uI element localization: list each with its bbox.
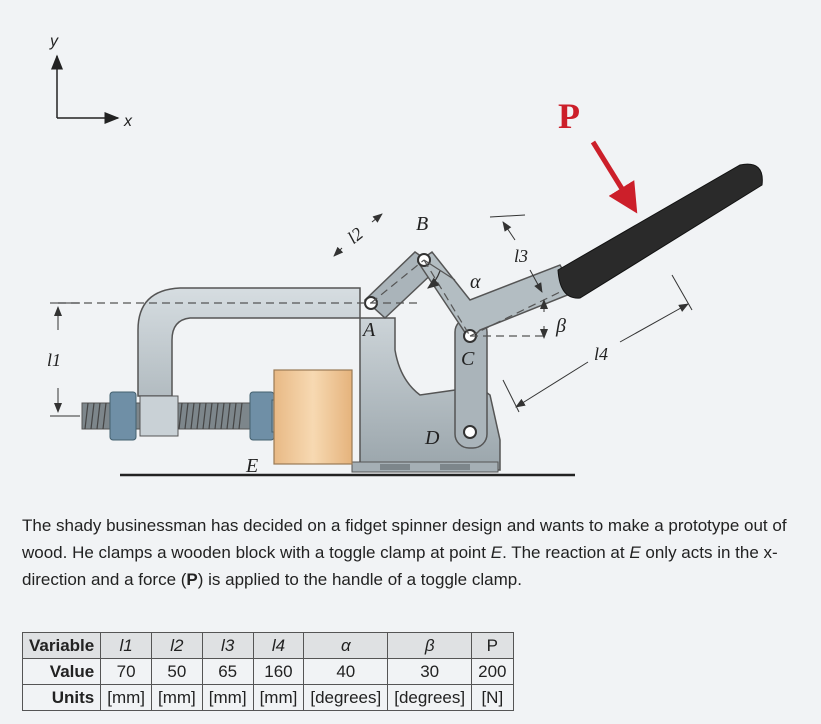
dimension-l4 [502, 274, 693, 413]
screw-collar [139, 395, 179, 437]
label-beta: β [555, 315, 566, 337]
point-e-ref: E [490, 543, 503, 562]
label-l3: l3 [514, 246, 528, 266]
problem-statement: The shady businessman has decided on a f… [22, 516, 787, 589]
c-frame [137, 287, 501, 471]
table-row-variable: Variable l1 l2 l3 l4 α β P [21, 632, 514, 659]
label-alpha: α [470, 271, 481, 293]
dimension-l2 [333, 213, 383, 257]
point-e-ref-2: E [629, 543, 641, 562]
handle-grip [557, 163, 763, 299]
angle-alpha-arc [427, 270, 441, 289]
y-axis-label: y [49, 33, 59, 50]
right-nut [249, 391, 275, 441]
coordinate-axes: y x [49, 33, 133, 130]
row-header-variable: Variable [21, 632, 102, 659]
base-plate [351, 461, 499, 473]
row-header-value: Value [21, 658, 102, 685]
label-b: B [416, 213, 428, 235]
x-axis-label: x [123, 113, 133, 130]
wood-block [273, 369, 353, 465]
label-e: E [245, 455, 258, 477]
label-l2: l2 [343, 223, 366, 247]
label-l1: l1 [47, 350, 61, 370]
label-force-p: P [558, 96, 580, 136]
pin-d [463, 425, 477, 439]
label-l4: l4 [594, 344, 608, 364]
row-header-units: Units [21, 684, 102, 711]
dimension-l1 [50, 302, 80, 417]
toggle-clamp-figure: y x [47, 33, 763, 477]
dimension-l3 [489, 214, 543, 293]
table-row-value: Value 70 50 65 160 40 30 200 [21, 658, 514, 685]
left-nut [109, 391, 137, 441]
force-p-arrow [590, 140, 638, 214]
lever-arm [416, 250, 577, 342]
label-c: C [461, 348, 475, 370]
label-d: D [424, 427, 440, 449]
force-p-ref: P [186, 570, 198, 589]
label-a: A [361, 319, 376, 341]
table-row-units: Units [mm] [mm] [mm] [mm] [degrees] [deg… [21, 684, 514, 711]
variables-table: Variable l1 l2 l3 l4 α β P Value 70 50 6… [21, 632, 514, 711]
threaded-screw [81, 391, 283, 441]
